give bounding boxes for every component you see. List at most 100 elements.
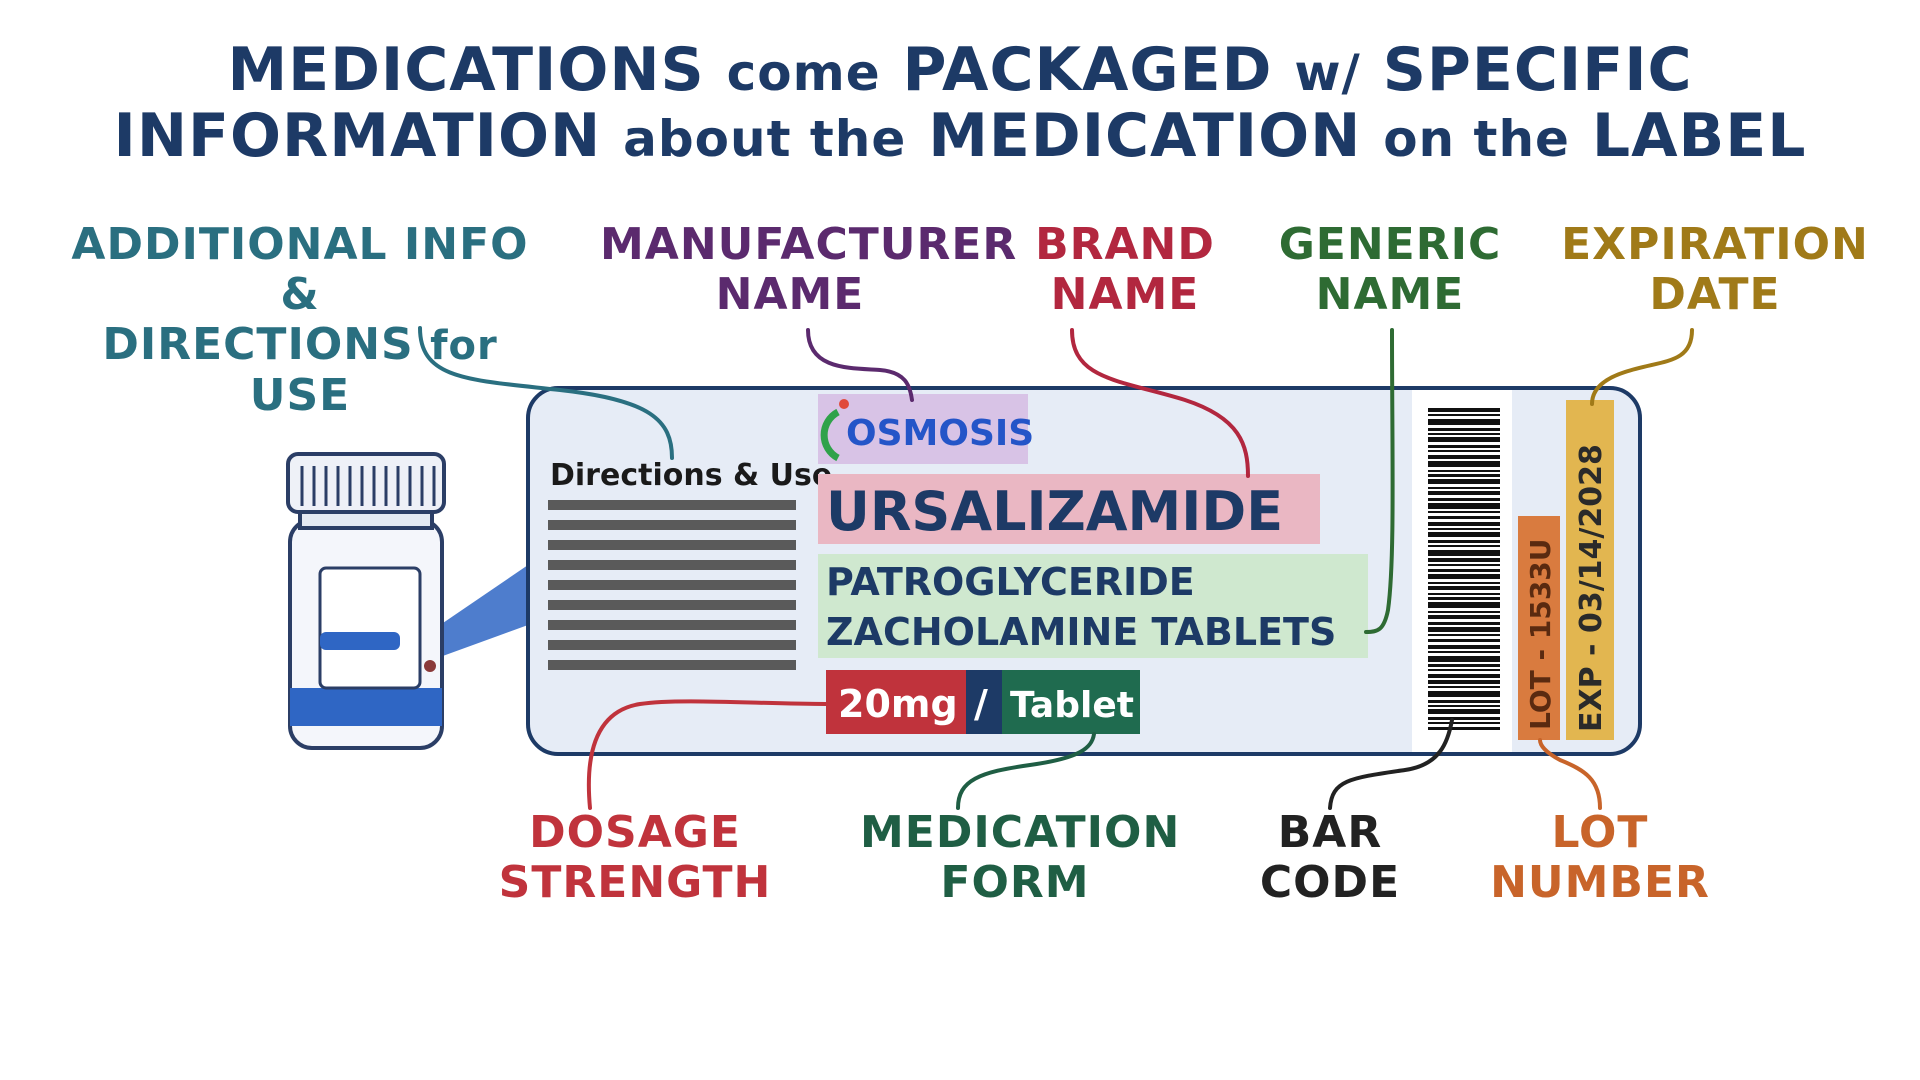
leader-form <box>956 732 1096 810</box>
barcode-stripe <box>1428 503 1500 509</box>
callout-line: MEDICATION <box>860 807 1181 858</box>
separator-text: / <box>974 682 988 726</box>
barcode-stripe <box>1428 717 1500 720</box>
barcode-stripe <box>1428 408 1500 412</box>
barcode-stripe <box>1428 700 1500 703</box>
callout-line: DOSAGE <box>529 807 741 858</box>
directions-lines <box>548 500 796 670</box>
page-title-line2: INFORMATION about the MEDICATION on the … <box>0 104 1920 171</box>
barcode-stripe <box>1428 686 1500 688</box>
callout-line: MANUFACTURER <box>600 219 1018 270</box>
barcode-stripe <box>1428 419 1500 425</box>
page-title: MEDICATIONS come PACKAGED w/ SPECIFIC <box>0 38 1920 105</box>
barcode-stripe <box>1428 597 1500 600</box>
callout-line: FORM <box>940 857 1090 908</box>
title-word: INFORMATION <box>113 101 602 171</box>
callout-barcode: BAR CODE <box>1240 808 1420 908</box>
bottle-dot <box>424 660 436 672</box>
barcode-stripe <box>1428 516 1500 519</box>
directions-heading: Directions & Use <box>550 458 832 493</box>
manufacturer-box <box>818 394 1028 464</box>
callout-brand: BRAND NAME <box>1020 220 1230 320</box>
barcode-stripe <box>1428 474 1500 477</box>
callout-word: DIRECTIONS <box>102 319 414 370</box>
callout-word: USE <box>249 370 351 421</box>
barcode-stripe <box>1428 651 1500 653</box>
title-word: on the <box>1383 110 1570 168</box>
callout-form: MEDICATION FORM <box>860 807 1181 908</box>
callout-line: GENERIC <box>1278 219 1502 270</box>
title-word: about the <box>623 110 907 168</box>
osmosis-logo: OSMOSIS <box>846 413 1034 454</box>
barcode-stripe <box>1428 479 1500 484</box>
barcode-stripe <box>1428 437 1500 442</box>
barcode-stripe <box>1428 461 1500 467</box>
barcode-stripe <box>1428 532 1500 537</box>
callout-line: NAME <box>1315 269 1465 320</box>
barcode-stripe <box>1428 470 1500 472</box>
form-text: Tablet <box>1010 685 1134 726</box>
callout-lot: LOT NUMBER <box>1480 808 1720 908</box>
barcode-stripe <box>1428 498 1500 501</box>
osmosis-logo-arc <box>820 408 840 462</box>
barcode-stripe <box>1428 574 1500 579</box>
leader-brand <box>1070 328 1250 478</box>
callout-additional-info: ADDITIONAL INFO & DIRECTIONS for USE <box>50 220 550 421</box>
leader-barcode <box>1328 718 1454 810</box>
barcode-stripe <box>1428 528 1500 530</box>
zoom-beam <box>418 565 528 665</box>
title-word: SPECIFIC <box>1382 35 1693 105</box>
barcode-stripe <box>1428 586 1500 590</box>
callout-line: EXPIRATION <box>1561 219 1869 270</box>
callout-dosage: DOSAGE STRENGTH <box>490 808 780 908</box>
barcode-stripe <box>1428 491 1500 495</box>
barcode-stripe <box>1428 540 1500 543</box>
leader-manufacturer <box>806 328 914 402</box>
barcode-stripe <box>1428 564 1500 566</box>
callout-line: NAME <box>1050 269 1200 320</box>
exp-box <box>1566 400 1614 740</box>
barcode-stripe <box>1428 645 1500 649</box>
callout-line: BAR <box>1277 807 1383 858</box>
barcode-stripe <box>1428 569 1500 572</box>
barcode-stripe <box>1428 414 1500 416</box>
barcode-stripe <box>1428 722 1500 724</box>
barcode-stripe <box>1428 428 1500 431</box>
callout-line: STRENGTH <box>498 857 772 908</box>
callout-line: CODE <box>1259 857 1401 908</box>
barcode-stripe <box>1428 582 1500 584</box>
generic-name-line1: PATROGLYCERIDE <box>826 560 1195 604</box>
exp-text: EXP - 03/14/2028 <box>1574 444 1609 732</box>
callout-line: DATE <box>1649 269 1781 320</box>
strength-box <box>826 670 966 734</box>
generic-name-line2: ZACHOLAMINE TABLETS <box>826 610 1336 654</box>
bottle-label <box>318 566 422 690</box>
barcode-stripe <box>1428 433 1500 435</box>
barcode-stripe <box>1428 511 1500 513</box>
barcode-stripe <box>1428 664 1500 667</box>
bottle-cap-ridges <box>300 466 436 506</box>
title-word: PACKAGED <box>902 35 1273 105</box>
barcode-stripe <box>1428 727 1500 730</box>
brand-box <box>818 474 1320 544</box>
leader-additional-info <box>418 326 674 460</box>
barcode-stripe <box>1428 593 1500 595</box>
leader-expiration <box>1590 328 1694 406</box>
barcode-stripe <box>1428 545 1500 547</box>
strength-text: 20mg <box>838 682 958 726</box>
barcode-stripe <box>1428 634 1500 636</box>
title-word: come <box>726 44 881 102</box>
barcode-stripe <box>1428 550 1500 556</box>
barcode-stripe <box>1428 445 1500 448</box>
separator-box <box>966 670 1002 734</box>
barcode-stripe <box>1428 705 1500 707</box>
barcode-stripe <box>1428 450 1500 452</box>
bottle-band <box>290 688 442 726</box>
callout-line: LOT <box>1551 807 1649 858</box>
lot-text: LOT - 1533U <box>1524 538 1557 730</box>
barcode-stripe <box>1428 709 1500 714</box>
barcode-stripe <box>1428 615 1500 619</box>
barcode-stripe <box>1428 455 1500 459</box>
callout-expiration: EXPIRATION DATE <box>1555 220 1875 320</box>
